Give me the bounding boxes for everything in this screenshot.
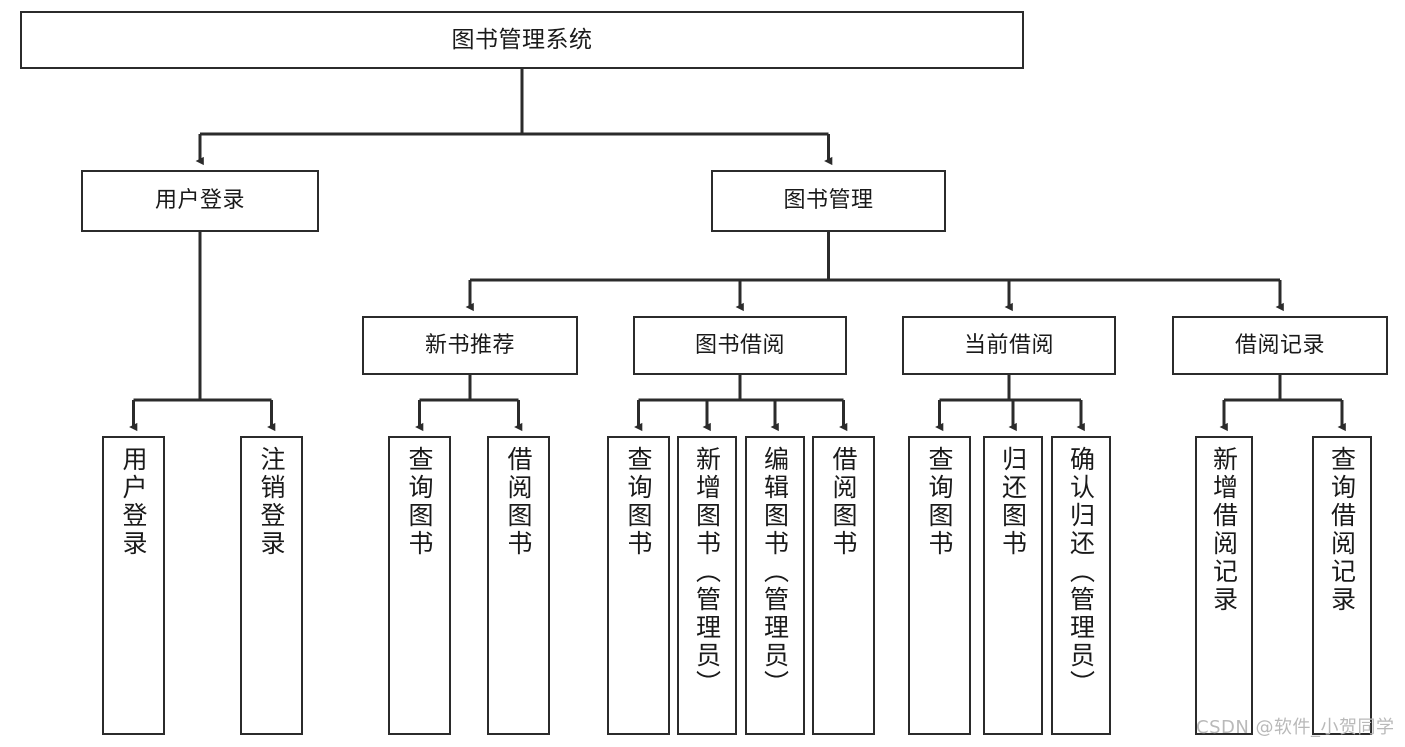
node-label: 借阅图书 <box>829 446 858 558</box>
node-leaf-add-book-admin[interactable]: 新增图书（管理员） <box>677 436 737 735</box>
node-label: 图书管理 <box>783 188 874 214</box>
node-leaf-user-logout[interactable]: 注销登录 <box>240 436 303 735</box>
node-label: 编辑图书（管理员） <box>760 446 790 698</box>
node-label: 新增图书（管理员） <box>692 446 722 698</box>
node-user-login[interactable]: 用户登录 <box>81 170 319 232</box>
node-leaf-confirm-return-admin[interactable]: 确认归还（管理员） <box>1051 436 1111 735</box>
node-leaf-add-borrow-record[interactable]: 新增借阅记录 <box>1195 436 1253 735</box>
csdn-watermark: CSDN @软件_小贺同学 <box>1196 717 1395 738</box>
node-borrow-record[interactable]: 借阅记录 <box>1172 316 1388 375</box>
node-label: 新增借阅记录 <box>1209 446 1239 614</box>
node-label: 查询借阅记录 <box>1327 446 1357 614</box>
node-label: 新书推荐 <box>424 332 515 358</box>
node-label: 注销登录 <box>257 446 286 558</box>
node-label: 用户登录 <box>154 188 245 214</box>
node-leaf-borrow-book-rec[interactable]: 借阅图书 <box>487 436 550 735</box>
node-label: 查询图书 <box>624 446 653 558</box>
node-leaf-query-borrow-record[interactable]: 查询借阅记录 <box>1312 436 1372 735</box>
node-label: 用户登录 <box>119 446 148 558</box>
node-new-book-rec[interactable]: 新书推荐 <box>362 316 578 375</box>
node-leaf-user-login[interactable]: 用户登录 <box>102 436 165 735</box>
node-label: 图书借阅 <box>694 332 785 358</box>
node-label: 图书管理系统 <box>451 26 593 53</box>
node-leaf-edit-book-admin[interactable]: 编辑图书（管理员） <box>745 436 805 735</box>
node-current-borrow[interactable]: 当前借阅 <box>902 316 1116 375</box>
node-label: 确认归还（管理员） <box>1066 446 1096 698</box>
node-label: 借阅记录 <box>1234 332 1325 358</box>
node-leaf-query-book-rec[interactable]: 查询图书 <box>388 436 451 735</box>
node-label: 借阅图书 <box>504 446 533 558</box>
node-book-borrow[interactable]: 图书借阅 <box>633 316 847 375</box>
node-label: 查询图书 <box>405 446 434 558</box>
node-leaf-return-book[interactable]: 归还图书 <box>983 436 1043 735</box>
node-label: 归还图书 <box>998 446 1028 558</box>
node-book-manage[interactable]: 图书管理 <box>711 170 946 232</box>
node-label: 查询图书 <box>925 446 954 558</box>
node-leaf-borrow-book[interactable]: 借阅图书 <box>812 436 875 735</box>
node-leaf-query-book-borrow[interactable]: 查询图书 <box>607 436 670 735</box>
node-leaf-query-book-current[interactable]: 查询图书 <box>908 436 971 735</box>
node-label: 当前借阅 <box>963 332 1054 358</box>
node-root[interactable]: 图书管理系统 <box>20 11 1024 69</box>
